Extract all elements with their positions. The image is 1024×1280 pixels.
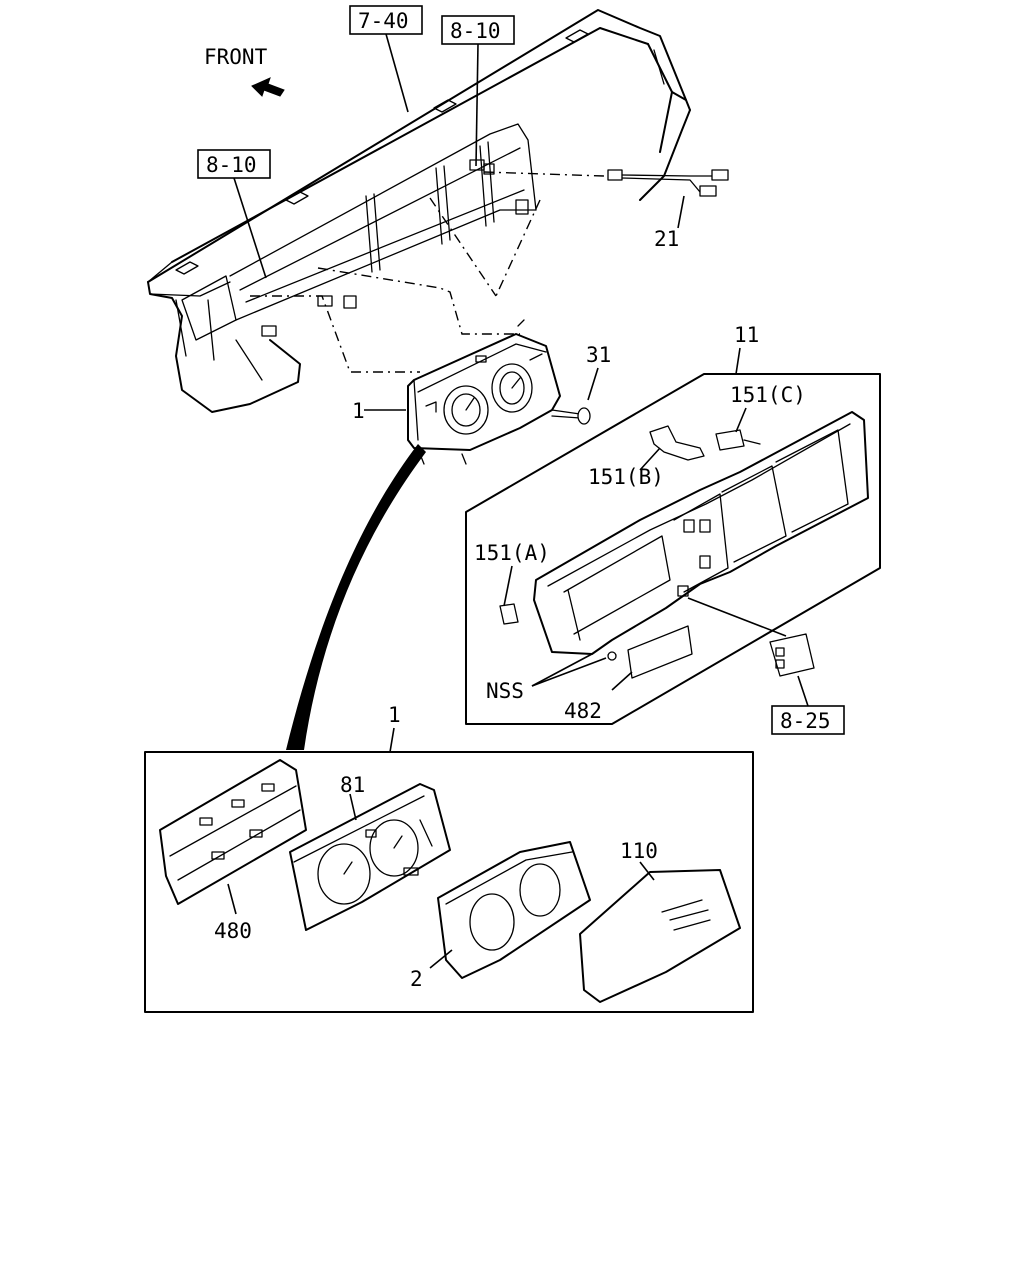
cluster-exploded-view <box>144 751 754 1013</box>
callout-1-lower: 1 <box>388 703 401 727</box>
callout-81: 81 <box>340 773 365 797</box>
callout-nss: NSS <box>486 679 524 703</box>
ref-box-8-25[interactable]: 8-25 <box>771 705 845 735</box>
callout-2: 2 <box>410 967 423 991</box>
front-indicator: FRONT <box>204 45 285 97</box>
svg-text:8-10: 8-10 <box>206 153 257 177</box>
arrow-icon <box>251 77 285 97</box>
harness-routing <box>250 171 605 373</box>
ref-box-7-40[interactable]: 7-40 <box>349 5 423 113</box>
detail-pointer <box>286 444 426 750</box>
bezel-kit-group <box>465 347 881 725</box>
svg-text:8-10: 8-10 <box>450 19 501 43</box>
callout-480: 480 <box>214 919 252 943</box>
reference-boxes: 7-40 8-10 8-10 8-25 <box>197 5 845 735</box>
callout-1-upper: 1 <box>352 399 365 423</box>
ref-box-8-10-top[interactable]: 8-10 <box>441 15 515 167</box>
svg-text:7-40: 7-40 <box>358 9 409 33</box>
callout-31: 31 <box>586 343 611 367</box>
callout-151a: 151(A) <box>474 541 550 565</box>
callout-labels: 1 21 31 11 151(C) 151(B) 151(A) NSS 482 … <box>214 227 806 991</box>
svg-text:8-25: 8-25 <box>780 709 831 733</box>
callout-21: 21 <box>654 227 679 251</box>
instrument-cluster-upper <box>407 319 561 465</box>
wire-harness <box>607 169 729 229</box>
ref-box-8-10-left[interactable]: 8-10 <box>197 149 271 279</box>
callout-151b: 151(B) <box>588 465 664 489</box>
callout-151c: 151(C) <box>730 383 806 407</box>
front-label: FRONT <box>204 45 268 69</box>
callout-482: 482 <box>564 699 602 723</box>
screw <box>551 367 599 425</box>
callout-110: 110 <box>620 839 658 863</box>
callout-11: 11 <box>734 323 759 347</box>
dashboard-panel <box>147 9 691 413</box>
